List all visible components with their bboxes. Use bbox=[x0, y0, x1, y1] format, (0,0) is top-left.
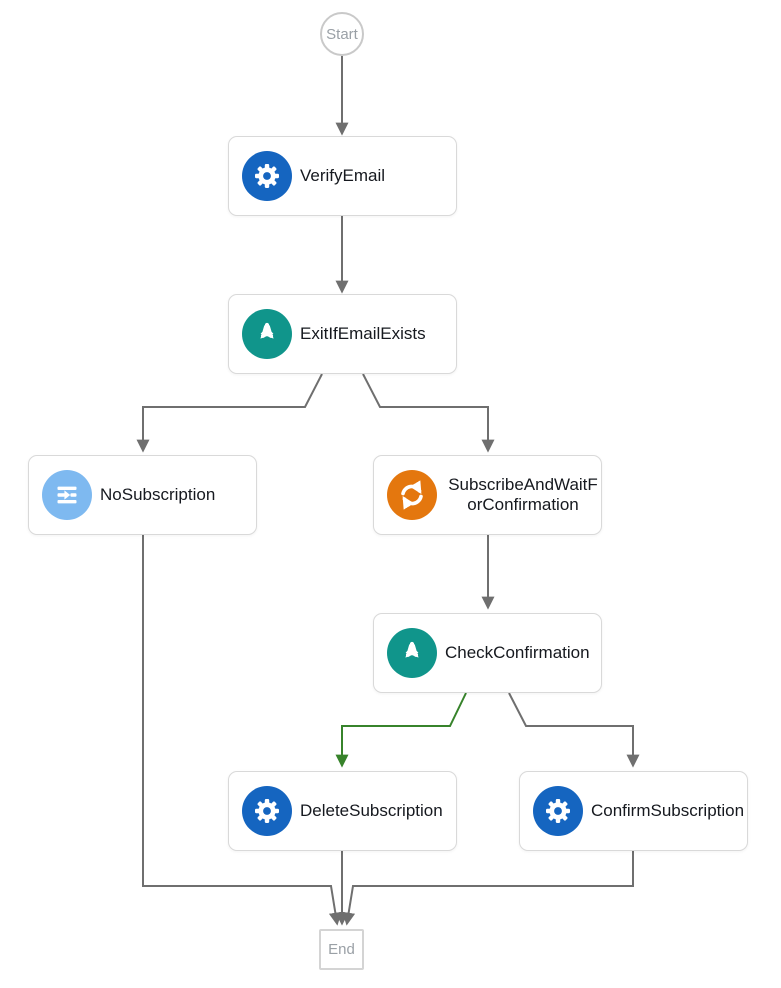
edge-exitifemailexists-nosubscription bbox=[136, 373, 323, 453]
node-verifyemail[interactable]: VerifyEmail bbox=[228, 136, 457, 216]
node-exitifemailexists[interactable]: ExitIfEmailExists bbox=[228, 294, 457, 374]
node-label: DeleteSubscription bbox=[300, 801, 443, 821]
node-subscribeandwaitforconfirmation[interactable]: SubscribeAndWaitForConfirmation bbox=[373, 455, 602, 535]
edge-nosubscription-end bbox=[142, 535, 342, 926]
edge-checkconfirmation-deletesubscription bbox=[335, 692, 467, 768]
start-label: Start bbox=[326, 25, 358, 43]
edge-checkconfirmation-confirmsubscription bbox=[508, 692, 640, 768]
sync-icon bbox=[387, 470, 437, 520]
choice-icon bbox=[242, 309, 292, 359]
edge-exitifemailexists-subscribeandwait bbox=[362, 373, 495, 453]
node-deletesubscription[interactable]: DeleteSubscription bbox=[228, 771, 457, 851]
edge-confirmsubscription-end bbox=[342, 851, 634, 926]
node-label: ConfirmSubscription bbox=[591, 801, 745, 821]
end-node[interactable]: End bbox=[319, 929, 364, 970]
node-confirmsubscription[interactable]: ConfirmSubscription bbox=[519, 771, 748, 851]
node-label: VerifyEmail bbox=[300, 166, 386, 186]
node-label: NoSubscription bbox=[100, 485, 216, 505]
node-label: CheckConfirmation bbox=[445, 643, 590, 663]
end-label: End bbox=[328, 941, 355, 958]
node-nosubscription[interactable]: NoSubscription bbox=[28, 455, 257, 535]
node-label: ExitIfEmailExists bbox=[300, 324, 426, 344]
node-checkconfirmation[interactable]: CheckConfirmation bbox=[373, 613, 602, 693]
pass-icon bbox=[42, 470, 92, 520]
choice-icon bbox=[387, 628, 437, 678]
gear-icon bbox=[242, 151, 292, 201]
node-label: SubscribeAndWaitForConfirmation bbox=[448, 475, 598, 514]
gear-icon bbox=[242, 786, 292, 836]
gear-icon bbox=[533, 786, 583, 836]
start-node[interactable]: Start bbox=[320, 12, 364, 56]
